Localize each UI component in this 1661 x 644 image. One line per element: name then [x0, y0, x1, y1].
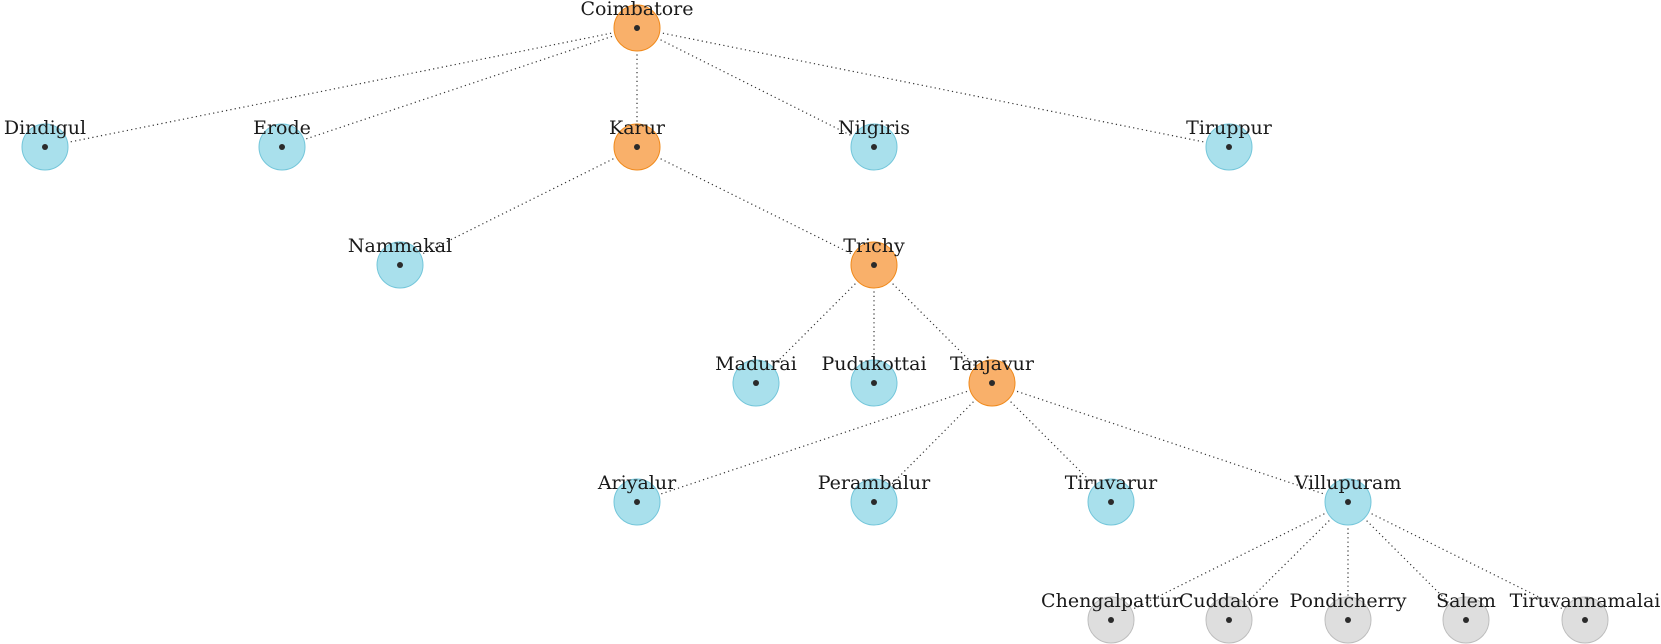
- edge-tanjavur-perambalur: [873, 382, 993, 503]
- node-center-dot: [634, 25, 640, 31]
- edge-karur-trichy: [636, 146, 875, 266]
- node-label-karur: Karur: [609, 117, 666, 139]
- node-label-coimbatore: Coimbatore: [581, 0, 694, 20]
- node-cuddalore[interactable]: [1205, 596, 1253, 644]
- edge-coimbatore-dindigul: [44, 27, 638, 148]
- node-karur[interactable]: [613, 123, 661, 171]
- node-center-dot: [989, 380, 995, 386]
- edge-coimbatore-erode: [281, 27, 638, 148]
- node-tiruppur[interactable]: [1205, 123, 1253, 171]
- node-center-dot: [871, 499, 877, 505]
- node-tiruvannamalai[interactable]: [1561, 596, 1609, 644]
- node-salem[interactable]: [1442, 596, 1490, 644]
- node-erode[interactable]: [258, 123, 306, 171]
- node-center-dot: [634, 144, 640, 150]
- node-chengalpattur[interactable]: [1087, 596, 1135, 644]
- edge-coimbatore-tiruppur: [636, 27, 1230, 148]
- node-label-pudukottai: Pudukottai: [821, 353, 926, 375]
- node-tanjavur[interactable]: [968, 359, 1016, 407]
- node-center-dot: [1226, 617, 1232, 623]
- node-label-villupuram: Villupuram: [1294, 472, 1402, 494]
- node-villupuram[interactable]: [1324, 478, 1372, 526]
- node-coimbatore[interactable]: [613, 4, 661, 52]
- edge-karur-nammakal: [399, 146, 638, 266]
- node-label-dindigul: Dindigul: [4, 117, 86, 139]
- node-dindigul[interactable]: [21, 123, 69, 171]
- node-label-tanjavur: Tanjavur: [950, 353, 1035, 375]
- edges-layer: [44, 27, 1586, 621]
- node-center-dot: [1463, 617, 1469, 623]
- node-label-nammakal: Nammakal: [348, 235, 452, 257]
- node-center-dot: [279, 144, 285, 150]
- edge-tanjavur-tiruvarur: [991, 382, 1112, 503]
- node-center-dot: [1582, 617, 1588, 623]
- node-center-dot: [634, 499, 640, 505]
- node-center-dot: [1345, 499, 1351, 505]
- node-nilgiris[interactable]: [850, 123, 898, 171]
- edge-tanjavur-ariyalur: [636, 382, 993, 503]
- node-center-dot: [1226, 144, 1232, 150]
- node-madurai[interactable]: [732, 359, 780, 407]
- node-nammakal[interactable]: [376, 241, 424, 289]
- node-ariyalur[interactable]: [613, 478, 661, 526]
- node-pudukottai[interactable]: [850, 359, 898, 407]
- node-label-perambalur: Perambalur: [818, 472, 931, 494]
- node-center-dot: [871, 380, 877, 386]
- node-label-cuddalore: Cuddalore: [1179, 590, 1279, 612]
- node-center-dot: [1108, 617, 1114, 623]
- node-center-dot: [1108, 499, 1114, 505]
- node-perambalur[interactable]: [850, 478, 898, 526]
- node-center-dot: [1345, 617, 1351, 623]
- node-label-chengalpattur: Chengalpattur: [1041, 590, 1182, 612]
- node-label-salem: Salem: [1436, 590, 1496, 612]
- node-label-ariyalur: Ariyalur: [597, 472, 677, 494]
- edge-coimbatore-nilgiris: [636, 27, 875, 148]
- node-center-dot: [42, 144, 48, 150]
- edge-villupuram-tiruvannamalai: [1347, 501, 1586, 621]
- node-label-nilgiris: Nilgiris: [838, 117, 910, 139]
- node-label-tiruppur: Tiruppur: [1186, 117, 1273, 139]
- node-trichy[interactable]: [850, 241, 898, 289]
- node-pondicherry[interactable]: [1324, 596, 1372, 644]
- node-label-trichy: Trichy: [843, 235, 905, 257]
- node-tiruvarur[interactable]: [1087, 478, 1135, 526]
- node-center-dot: [871, 262, 877, 268]
- node-center-dot: [871, 144, 877, 150]
- node-label-madurai: Madurai: [715, 353, 797, 375]
- node-center-dot: [753, 380, 759, 386]
- node-label-tiruvannamalai: Tiruvannamalai: [1510, 590, 1661, 612]
- edge-villupuram-chengalpattur: [1110, 501, 1349, 621]
- node-label-pondicherry: Pondicherry: [1290, 590, 1407, 612]
- edge-tanjavur-villupuram: [991, 382, 1349, 503]
- node-label-erode: Erode: [253, 117, 311, 139]
- edge-villupuram-cuddalore: [1228, 501, 1349, 621]
- node-center-dot: [397, 262, 403, 268]
- node-label-tiruvarur: Tiruvarur: [1065, 472, 1158, 494]
